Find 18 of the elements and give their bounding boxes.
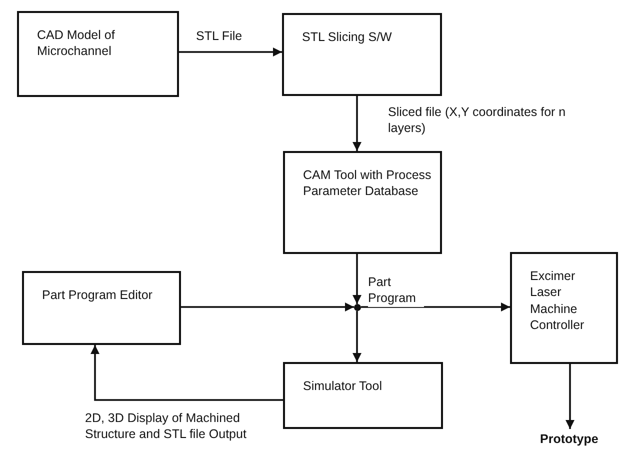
arrow [352, 96, 362, 151]
output-label: Prototype [540, 431, 610, 447]
process-box: Excimer Laser Machine Controller [510, 252, 618, 364]
arrow [352, 311, 362, 362]
junction-dot [354, 304, 361, 311]
arrow [361, 302, 510, 312]
process-box: CAD Model of Microchannel [17, 11, 179, 97]
edge-label: Sliced file (X,Y coordinates for n layers) [388, 104, 568, 136]
edge-label: Part Program [368, 274, 424, 306]
process-box: CAM Tool with Process Parameter Database [283, 151, 442, 254]
arrow [90, 345, 283, 401]
process-box: STL Slicing S/W [282, 13, 442, 96]
arrow [566, 364, 574, 429]
process-box: Simulator Tool [283, 362, 443, 429]
arrow [181, 302, 354, 312]
arrow [179, 48, 282, 56]
arrow [352, 254, 362, 304]
process-box: Part Program Editor [22, 271, 181, 345]
